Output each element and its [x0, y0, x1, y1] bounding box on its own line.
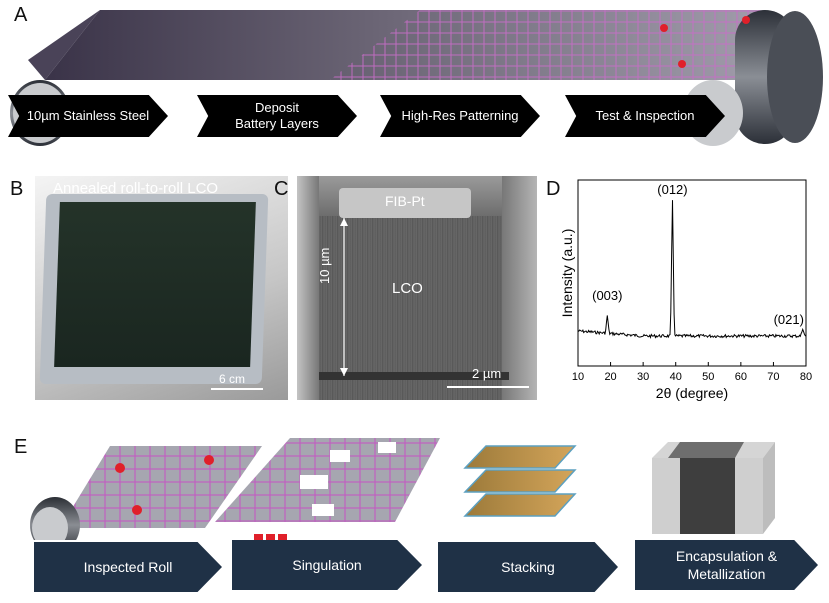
- peak-label: (021): [774, 312, 804, 327]
- lco-sheet: [54, 202, 256, 367]
- encapsulated-cell: [652, 442, 775, 534]
- sem-scale-bar: [447, 386, 529, 388]
- x-tick-label: 80: [800, 371, 812, 383]
- photo-caption: Annealed roll-to-roll LCO: [53, 180, 219, 197]
- x-tick-label: 10: [572, 371, 584, 383]
- step-test-inspection: Test & Inspection: [565, 95, 725, 137]
- step-inspected-roll: Inspected Roll: [34, 542, 222, 592]
- removed-cell: [330, 450, 350, 462]
- x-axis-label: 2θ (degree): [656, 385, 728, 401]
- thickness-arrow: [340, 218, 348, 376]
- step-stacking: Stacking: [438, 542, 618, 592]
- x-tick-label: 30: [637, 371, 649, 383]
- scale-bar: [211, 388, 263, 390]
- peak-label: (012): [657, 182, 687, 197]
- panel-a-label: A: [14, 4, 28, 26]
- stacked-layers: [463, 445, 577, 517]
- panel-c-label: C: [274, 178, 289, 200]
- defect-marker: [678, 60, 686, 68]
- removed-cell: [378, 442, 396, 453]
- x-tick-label: 60: [735, 371, 747, 383]
- defect-marker: [132, 505, 142, 515]
- step-stainless-steel: 10µm Stainless Steel: [8, 95, 168, 137]
- step-deposit-layers: Deposit Battery Layers: [197, 95, 357, 137]
- x-tick-label: 40: [670, 371, 682, 383]
- sem-left-edge: [297, 176, 319, 400]
- lco-photo: Annealed roll-to-roll LCO 6 cm: [35, 176, 288, 400]
- xrd-chart: 10 20 30 40 50 60 70 80 (003) (012) (021) 2θ (deg…: [559, 179, 812, 401]
- sem-right-edge: [502, 176, 537, 400]
- peak-label: (003): [592, 288, 622, 303]
- x-tick-label: 20: [604, 371, 616, 383]
- panel-d-label: D: [546, 178, 561, 200]
- removed-cell: [300, 475, 328, 489]
- defect-marker: [660, 24, 668, 32]
- step-singulation: Singulation: [232, 540, 422, 590]
- defect-marker: [742, 16, 750, 24]
- panel-b-label: B: [10, 178, 24, 200]
- bottom-band: [319, 372, 509, 380]
- sem-image: FIB-Pt LCO 10 µm 2 µm: [297, 176, 537, 400]
- plot-frame: [577, 179, 807, 367]
- defect-marker: [204, 455, 214, 465]
- lco-label: LCO: [392, 280, 423, 297]
- fib-pt-layer: [339, 188, 471, 218]
- fib-pt-label: FIB-Pt: [385, 193, 425, 209]
- panel-e-label: E: [14, 436, 28, 458]
- defect-marker: [115, 463, 125, 473]
- y-axis-label: Intensity (a.u.): [559, 229, 575, 318]
- x-tick-label: 50: [702, 371, 714, 383]
- thickness-label: 10 µm: [317, 247, 332, 284]
- step-patterning: High-Res Patterning: [380, 95, 540, 137]
- step-encapsulation: Encapsulation & Metallization: [635, 540, 818, 590]
- x-tick-label: 70: [767, 371, 779, 383]
- sem-scale-label: 2 µm: [472, 366, 502, 381]
- removed-cell: [312, 504, 334, 516]
- xrd-trace: [577, 200, 807, 340]
- process-e-illustrations: [30, 438, 775, 540]
- scale-bar-label: 6 cm: [219, 372, 246, 386]
